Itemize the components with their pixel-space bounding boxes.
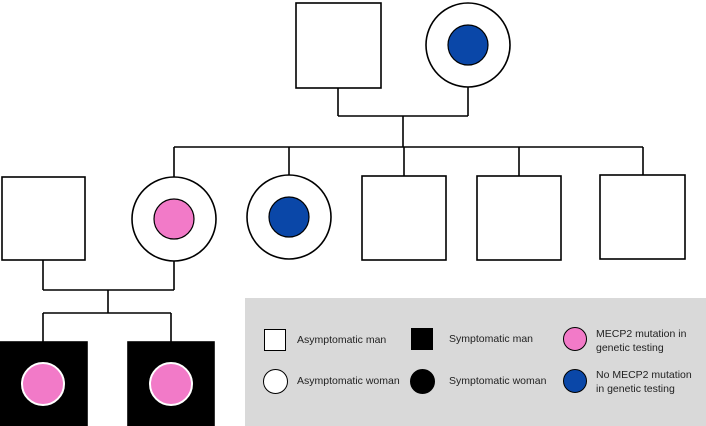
gen2-son-3-square bbox=[599, 174, 686, 260]
legend-symptomatic-man-label: Symptomatic man bbox=[449, 333, 534, 345]
gen2-daughter-2-no-mecp2-dot bbox=[268, 196, 310, 238]
legend-symptomatic-woman-label: Symptomatic woman bbox=[449, 375, 547, 387]
symptomatic-man-symbol bbox=[411, 328, 433, 350]
legend-asymptomatic-man-label: Asymptomatic man bbox=[297, 334, 387, 346]
asymptomatic-woman-symbol bbox=[263, 369, 288, 394]
legend: Asymptomatic man Symptomatic man MECP2 m… bbox=[245, 298, 706, 426]
legend-asymptomatic-woman-label: Asymptomatic woman bbox=[297, 375, 400, 387]
gen3-son-1-mecp2-dot bbox=[21, 362, 65, 406]
mecp2-mutation-symbol bbox=[563, 327, 587, 351]
legend-no-mecp2-mutation-label-line2: in genetic testing bbox=[596, 383, 675, 395]
gen2-son-2-square bbox=[476, 175, 562, 261]
legend-no-mecp2-mutation-label-line1: No MECP2 mutation bbox=[596, 369, 692, 381]
asymptomatic-man-symbol bbox=[264, 329, 286, 351]
gen1-father-square bbox=[295, 2, 382, 89]
gen2-spouse-square bbox=[1, 176, 86, 261]
legend-mecp2-mutation-label-line1: MECP2 mutation in bbox=[596, 328, 687, 340]
symptomatic-woman-symbol bbox=[410, 369, 435, 394]
gen2-son-1-square bbox=[361, 175, 447, 261]
gen3-son-2-mecp2-dot bbox=[149, 362, 193, 406]
legend-mecp2-mutation-label-line2: genetic testing bbox=[596, 342, 664, 354]
gen2-daughter-1-mecp2-dot bbox=[153, 198, 195, 240]
gen1-mother-no-mecp2-dot bbox=[447, 24, 489, 66]
no-mecp2-mutation-symbol bbox=[563, 369, 587, 393]
